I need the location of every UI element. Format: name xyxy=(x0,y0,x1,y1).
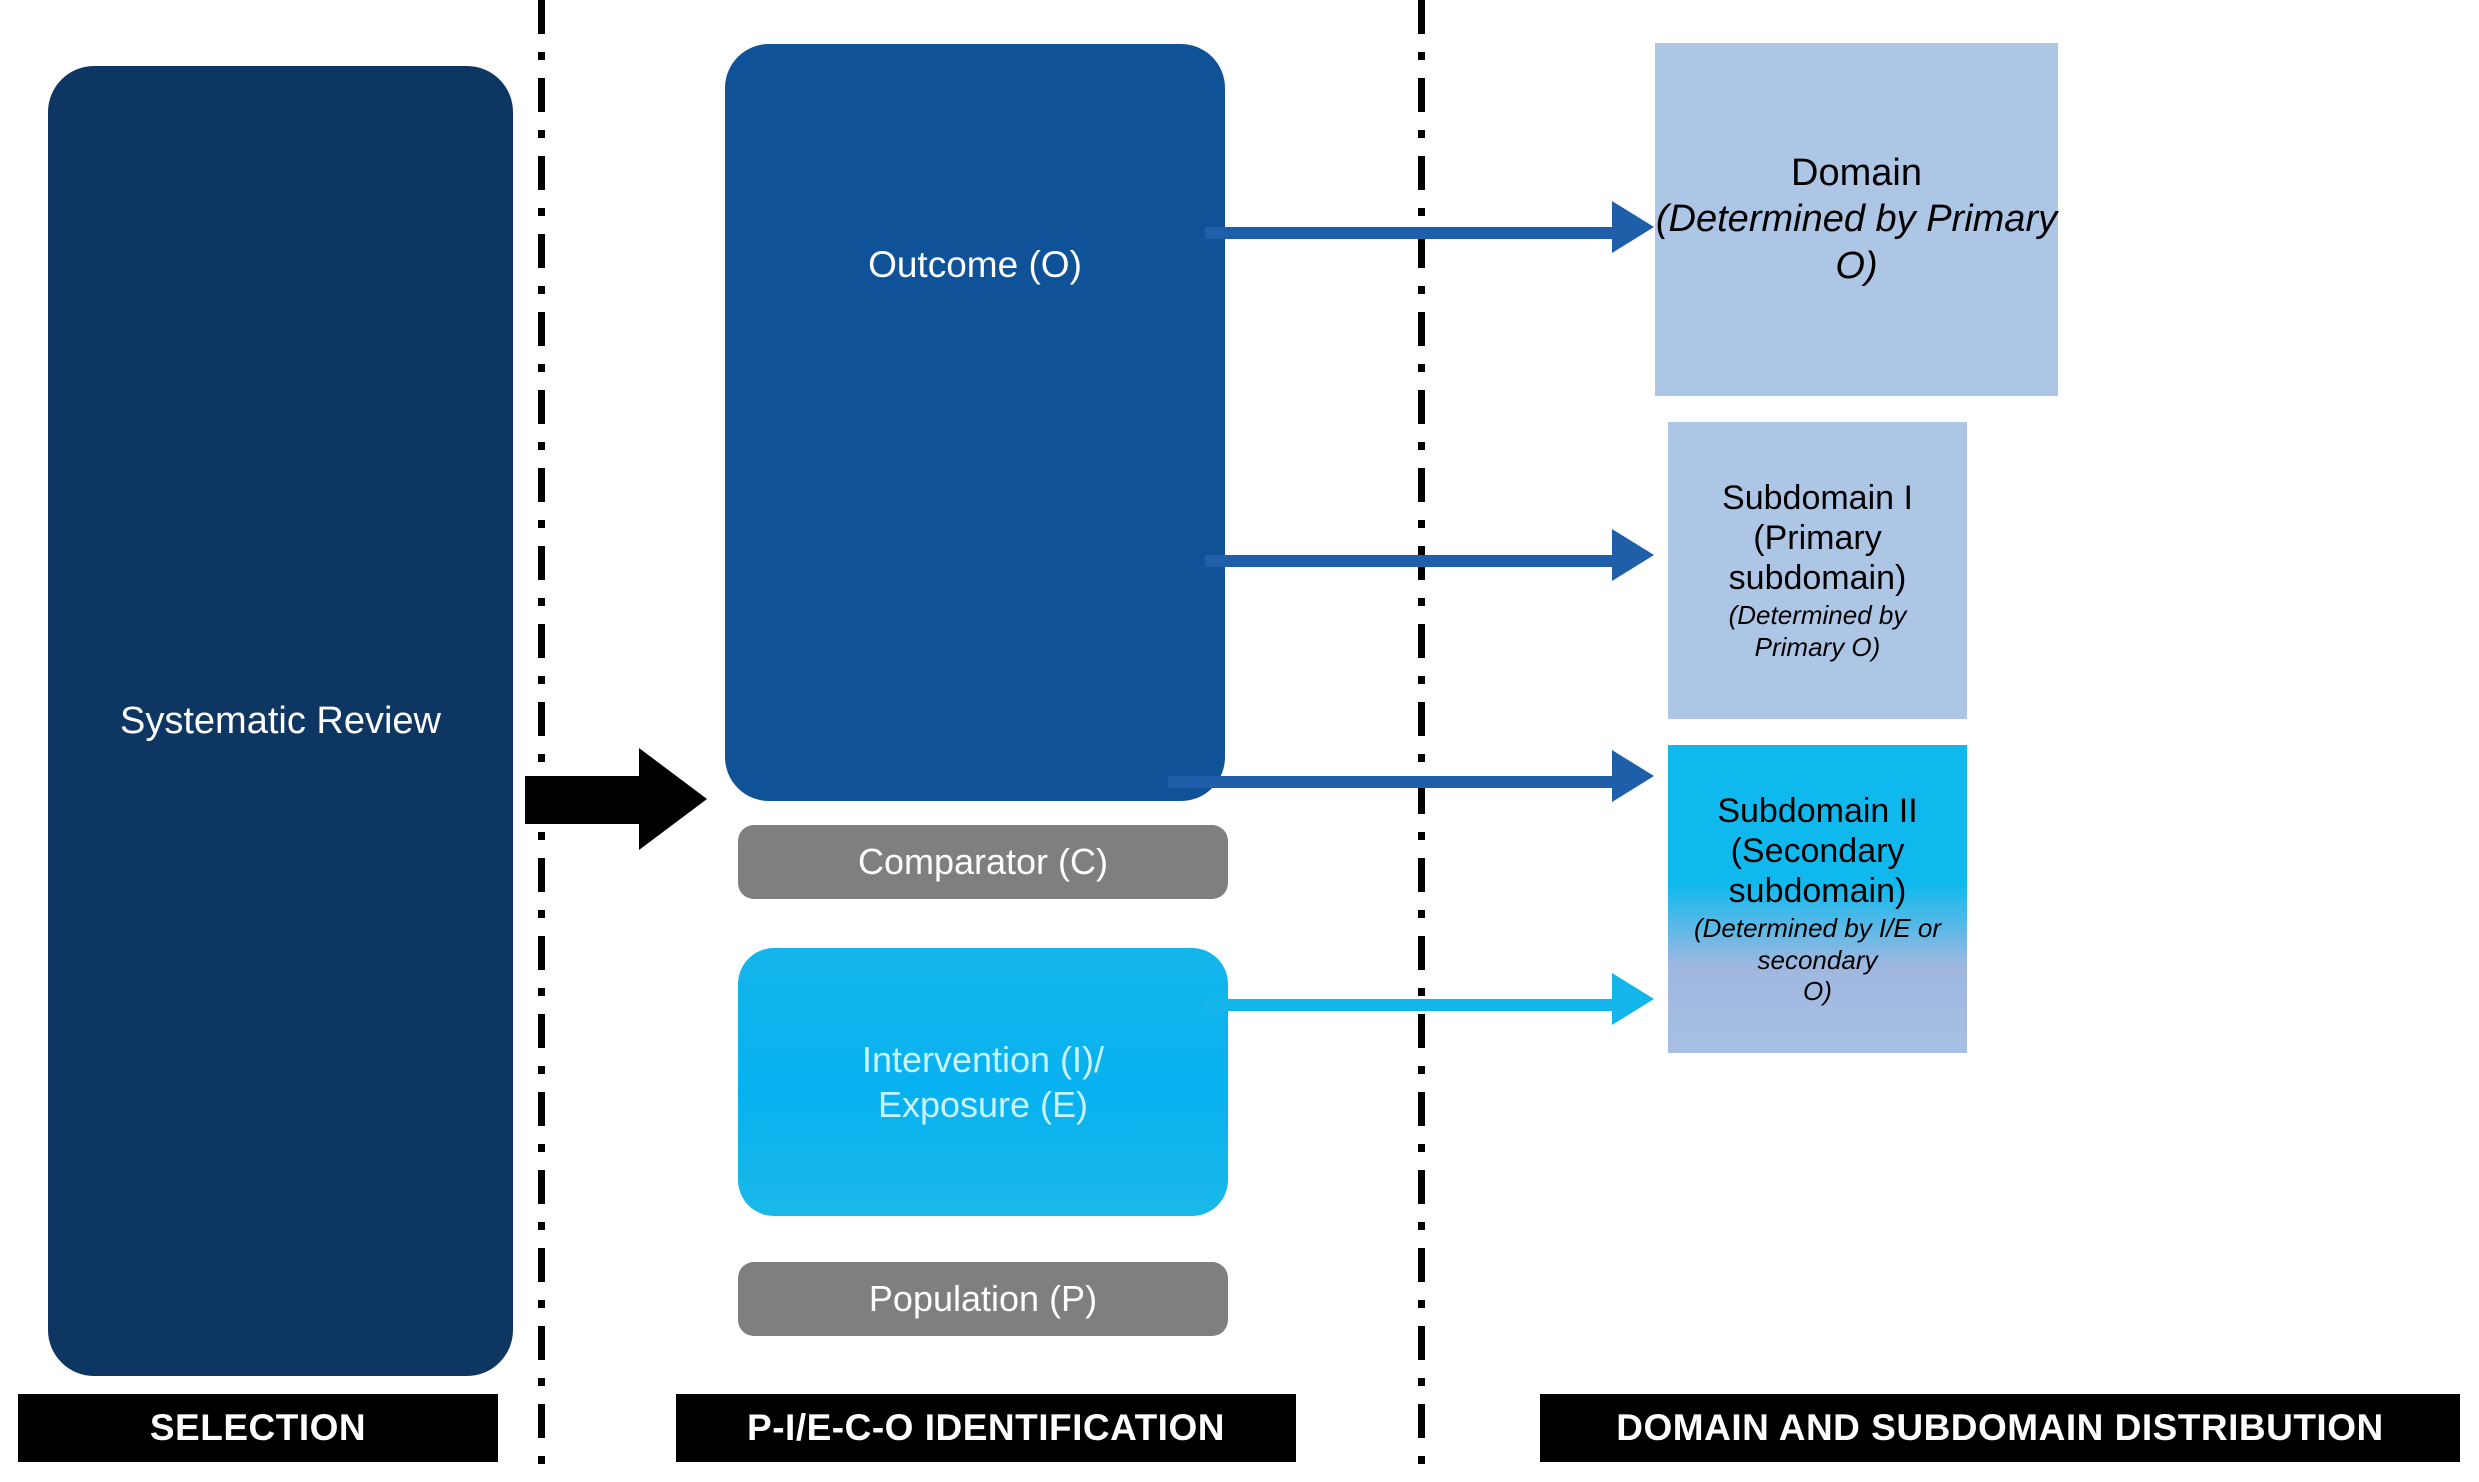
outcome-label: Outcome (O) xyxy=(868,244,1082,285)
subdomain-one-box: Subdomain I (Primary subdomain) (Determi… xyxy=(1668,422,1967,719)
outcome-box: Outcome (O) xyxy=(725,44,1225,801)
systematic-review-label: Systematic Review xyxy=(120,699,441,742)
arrow-outcome-to-subdomain-one-head xyxy=(1612,529,1654,581)
population-label: Population (P) xyxy=(868,1278,1098,1319)
column-divider-right xyxy=(1418,0,1425,1482)
stage-label-distribution: DOMAIN AND SUBDOMAIN DISTRIBUTION xyxy=(1540,1394,2460,1462)
arrow-outcome-to-subdomain-two-head xyxy=(1612,750,1654,802)
stage-label-pico-text: P-I/E-C-O IDENTIFICATION xyxy=(747,1407,1225,1448)
domain-note: (Determined by Primary O) xyxy=(1655,198,2058,287)
stage-label-distribution-text: DOMAIN AND SUBDOMAIN DISTRIBUTION xyxy=(1616,1407,2384,1448)
comparator-box: Comparator (C) xyxy=(738,825,1228,899)
domain-title: Domain xyxy=(1791,151,1922,194)
domain-box: Domain (Determined by Primary O) xyxy=(1655,43,2058,396)
stage-label-selection-text: SELECTION xyxy=(149,1407,367,1448)
arrow-intervention-to-subdomain-two-shaft xyxy=(1205,999,1635,1011)
stage-label-pico: P-I/E-C-O IDENTIFICATION xyxy=(676,1394,1296,1462)
black-arrow-head xyxy=(639,748,707,850)
subdomain-one-title: Subdomain I xyxy=(1722,479,1913,518)
subdomain-two-note-line2: O) xyxy=(1803,975,1832,1006)
subdomain-two-title: Subdomain II xyxy=(1717,792,1918,831)
arrow-outcome-to-domain-head xyxy=(1612,201,1654,253)
column-divider-left xyxy=(538,0,545,1482)
subdomain-one-subtitle: (Primary subdomain) xyxy=(1728,519,1907,598)
systematic-review-box: Systematic Review xyxy=(48,66,513,1376)
arrow-outcome-to-subdomain-one-shaft xyxy=(1205,555,1635,567)
arrow-intervention-to-subdomain-two-head xyxy=(1612,973,1654,1025)
subdomain-two-subtitle: (Secondary subdomain) xyxy=(1728,832,1907,911)
comparator-label: Comparator (C) xyxy=(857,841,1109,882)
black-arrow-shaft xyxy=(525,776,643,824)
intervention-label-line1: Intervention (I)/ xyxy=(861,1038,1105,1080)
arrow-outcome-to-subdomain-two-shaft xyxy=(1168,776,1635,788)
subdomain-two-box: Subdomain II (Secondary subdomain) (Dete… xyxy=(1668,745,1967,1053)
population-box: Population (P) xyxy=(738,1262,1228,1336)
intervention-label-line2: Exposure (E) xyxy=(877,1084,1089,1125)
arrow-outcome-to-domain-shaft xyxy=(1205,227,1635,239)
intervention-exposure-box: Intervention (I)/ Exposure (E) xyxy=(738,948,1228,1216)
flow-arrow-selection-to-pico xyxy=(525,748,707,850)
subdomain-one-note-line1: (Determined by xyxy=(1728,600,1907,631)
subdomain-one-note-line2: Primary O) xyxy=(1754,631,1881,662)
stage-label-selection: SELECTION xyxy=(18,1394,498,1462)
subdomain-two-note-line1: (Determined by I/E or secondary xyxy=(1693,913,1942,975)
